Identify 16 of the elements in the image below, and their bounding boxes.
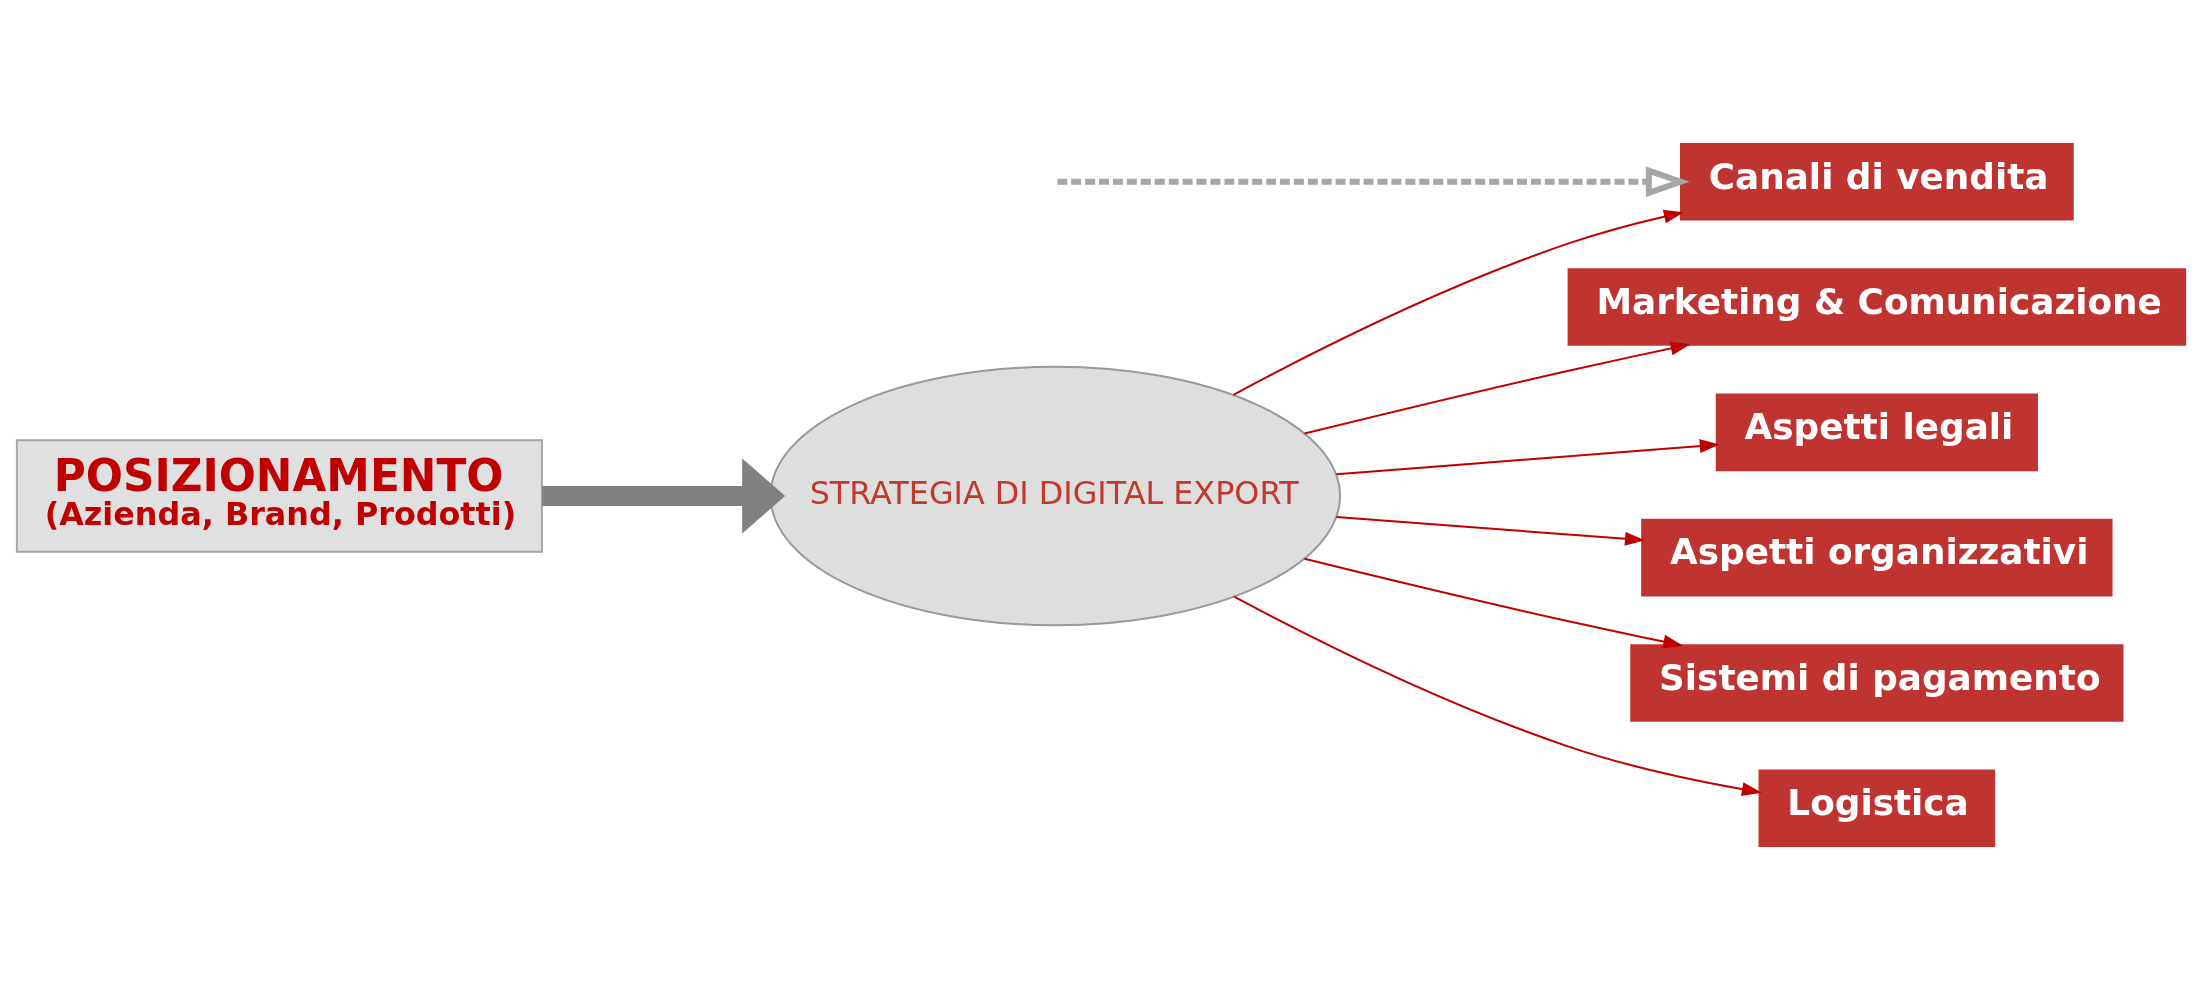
arrow — [1057, 165, 1690, 197]
arrow — [542, 457, 786, 534]
node-ellipse: STRATEGIA DI DIGITAL EXPORT — [769, 365, 1342, 626]
arrow — [1335, 515, 1645, 546]
arrow — [1233, 595, 1762, 796]
arrow — [1232, 209, 1684, 396]
node-box: POSIZIONAMENTO (Azienda, Brand, Prodotti) — [15, 438, 543, 553]
arrow — [1335, 438, 1720, 475]
arrow — [1303, 557, 1684, 648]
node-box: Canali di vendita — [1679, 142, 2074, 221]
node-box: Aspetti legali — [1715, 393, 2038, 471]
node-box: Aspetti organizzativi — [1641, 518, 2113, 596]
node-box: Sistemi di pagamento — [1630, 643, 2124, 722]
arrow — [1303, 341, 1691, 434]
node-box: Marketing & Comunicazione — [1567, 267, 2187, 346]
node-box: Logistica — [1758, 768, 1996, 847]
